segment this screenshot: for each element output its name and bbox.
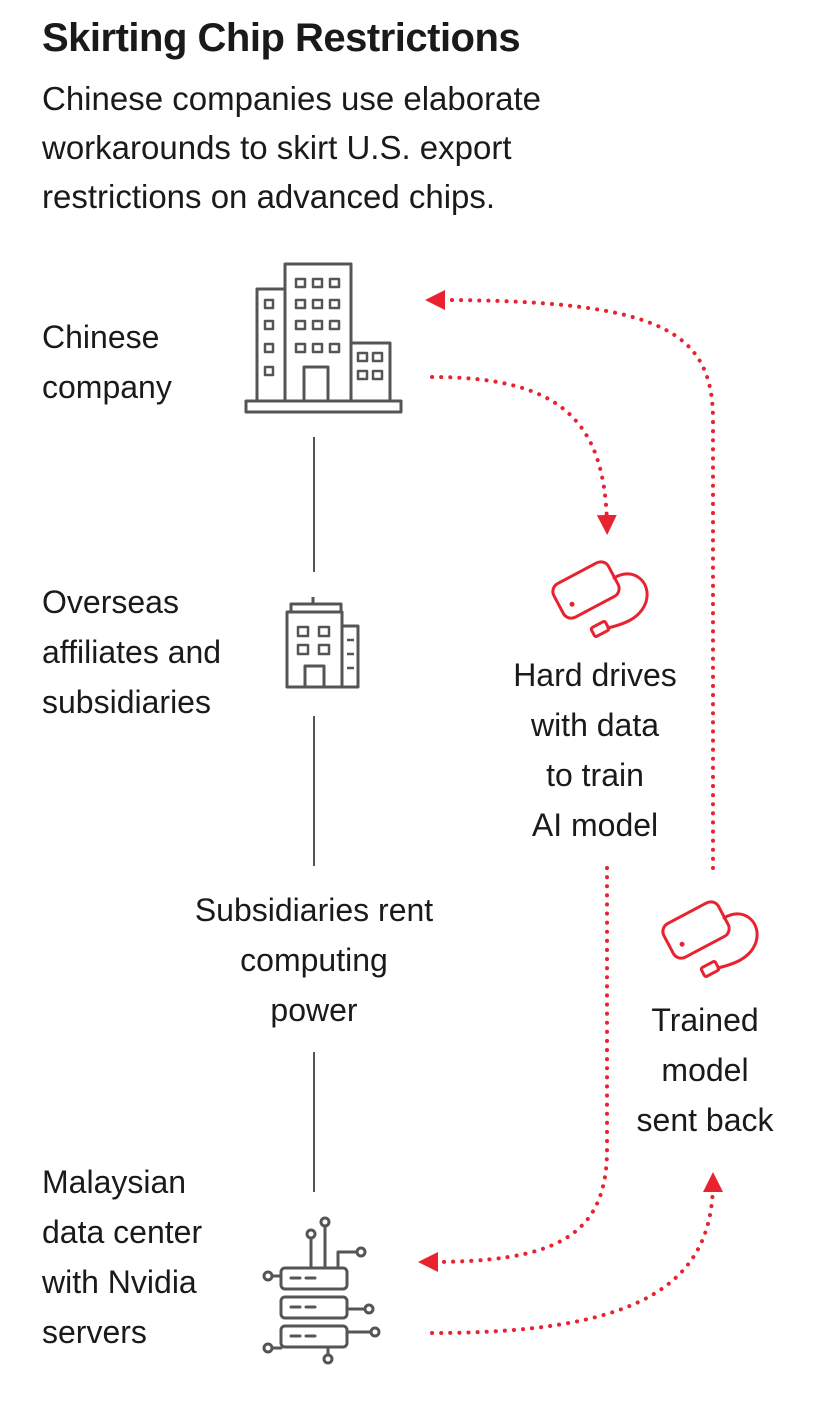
hard-drive-icon bbox=[661, 900, 759, 978]
label-overseas-affiliates: Overseas affiliates and subsidiaries bbox=[42, 584, 222, 720]
label-data-center: Malaysian data center with Nvidia server… bbox=[42, 1164, 203, 1350]
hard-drive-icon bbox=[551, 560, 649, 638]
server-rack-icon bbox=[262, 1216, 381, 1365]
label-trained-model: Trained model sent back bbox=[636, 1002, 774, 1138]
arrow-company-to-hard-drives bbox=[430, 375, 617, 535]
arrow-datacenter-to-trained-model bbox=[430, 1172, 723, 1335]
small-building-icon bbox=[285, 597, 360, 689]
page-title: Skirting Chip Restrictions bbox=[42, 16, 521, 60]
office-building-icon bbox=[244, 262, 403, 414]
page-subtitle: Chinese companies use elaborate workarou… bbox=[42, 80, 541, 215]
label-chinese-company: Chinese company bbox=[42, 319, 172, 405]
label-hard-drives: Hard drives with data to train AI model bbox=[513, 657, 677, 843]
arrow-hard-drives-to-datacenter bbox=[418, 866, 609, 1272]
label-rent-computing: Subsidiaries rent computing power bbox=[194, 892, 434, 1028]
